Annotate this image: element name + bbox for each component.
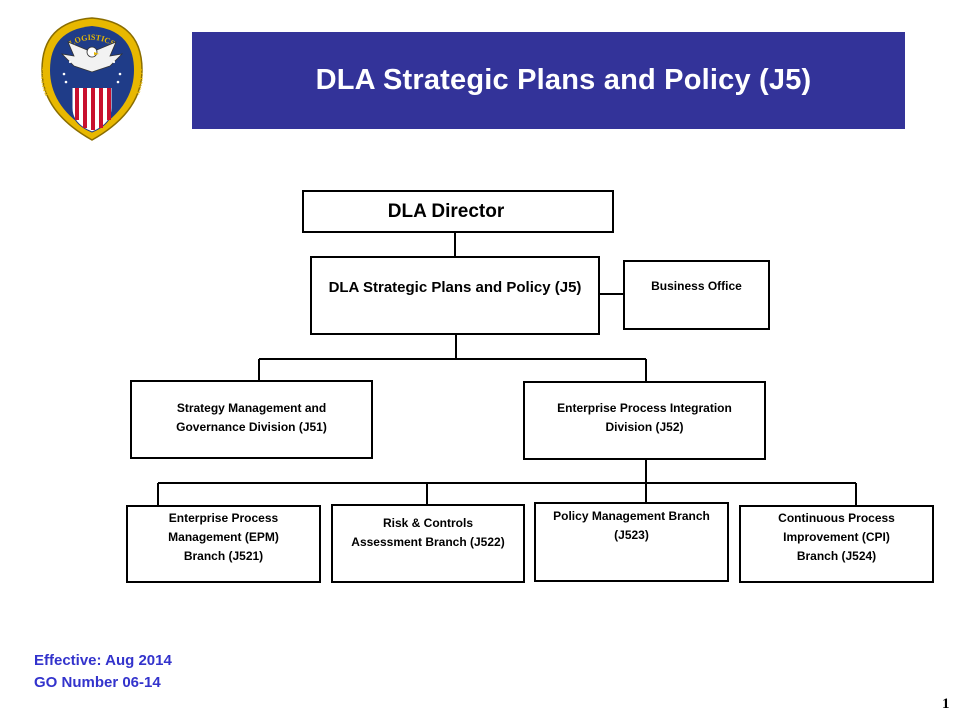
j522-label-line1: Risk & Controls	[382, 516, 473, 530]
director-box: DLA Director	[302, 190, 614, 233]
j521-label-line3: Branch (J521)	[183, 549, 264, 563]
j52-label-line1: Enterprise Process Integration	[557, 401, 732, 415]
footer-info: Effective: Aug 2014 GO Number 06-14	[34, 650, 172, 694]
dla-seal-logo: LOGISTICS DEFENSE AGENCY	[41, 17, 143, 141]
j51-box: Strategy Management and Governance Divis…	[130, 380, 373, 459]
director-label: DLA Director	[387, 201, 505, 222]
j521-box: Enterprise Process Management (EPM) Bran…	[126, 505, 321, 583]
j523-box: Policy Management Branch (J523)	[534, 502, 729, 582]
j523-label-line2: (J523)	[614, 528, 649, 542]
go-number: GO Number 06-14	[34, 674, 161, 691]
j524-label-line2: Improvement (CPI)	[783, 530, 890, 544]
star-icons	[62, 60, 122, 84]
j51-label-line2: Governance Division (J51)	[176, 420, 327, 434]
j52-label-line2: Division (J52)	[605, 420, 684, 434]
j5-box: DLA Strategic Plans and Policy (J5)	[310, 256, 600, 335]
page-number: 1	[942, 696, 950, 712]
j522-label-line2: Assessment Branch (J522)	[351, 535, 505, 549]
j52-box: Enterprise Process Integration Division …	[523, 381, 766, 460]
page-title: DLA Strategic Plans and Policy (J5)	[315, 64, 812, 96]
j524-label-line1: Continuous Process	[778, 511, 895, 525]
j522-box: Risk & Controls Assessment Branch (J522)	[331, 504, 525, 583]
seal-left-text: DEFENSE	[41, 67, 51, 96]
shield-icon	[71, 75, 113, 133]
seal-right-text: AGENCY	[133, 68, 143, 96]
business-office-label: Business Office	[651, 279, 742, 293]
svg-text:DEFENSE: DEFENSE	[41, 67, 51, 96]
j51-label-line1: Strategy Management and	[176, 401, 327, 415]
j524-label-line3: Branch (J524)	[796, 549, 877, 563]
j5-label: DLA Strategic Plans and Policy (J5)	[328, 279, 582, 296]
svg-text:AGENCY: AGENCY	[133, 68, 143, 96]
j524-box: Continuous Process Improvement (CPI) Bra…	[739, 505, 934, 583]
j523-label-line1: Policy Management Branch	[553, 509, 710, 523]
title-banner: DLA Strategic Plans and Policy (J5)	[192, 32, 905, 129]
business-office-box: Business Office	[623, 260, 770, 330]
eagle-icon	[60, 41, 124, 73]
j521-label-line2: Management (EPM)	[168, 530, 279, 544]
j521-label-line1: Enterprise Process	[168, 511, 279, 525]
effective-date: Effective: Aug 2014	[34, 652, 172, 669]
